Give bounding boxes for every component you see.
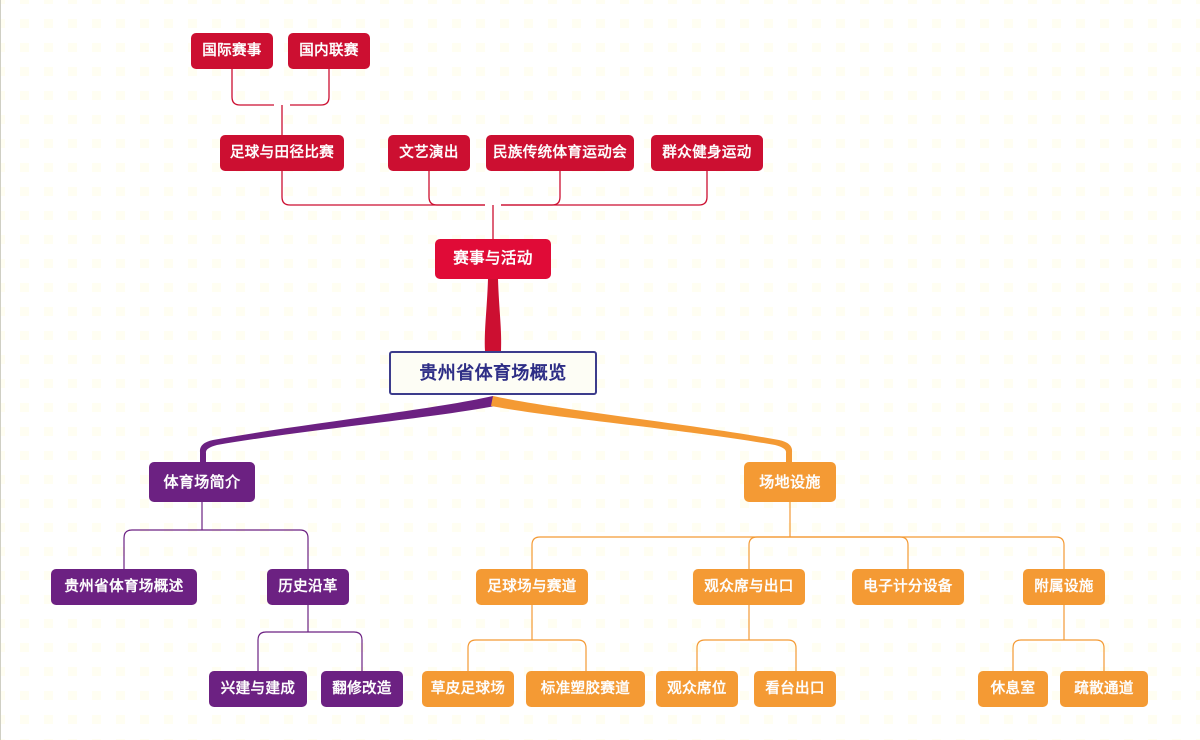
node-ancillary-facilities[interactable]: 附属设施 [1023,569,1105,605]
edge-international-to-football [231,69,274,106]
edge-fitness-to-events [501,171,708,206]
edge-group-annex [1012,605,1105,671]
node-lounge-room[interactable]: 休息室 [978,671,1048,707]
edge-group-football [231,69,330,135]
edge-stands-to-seating [696,639,749,671]
edge-performance-to-events [428,171,485,206]
edge-group-events [281,171,708,239]
edge-facility-to-pitch [531,536,790,569]
edge-facility-to-annex [790,536,1065,569]
node-ethnic-traditional-games[interactable]: 民族传统体育运动会 [486,135,634,171]
node-pitch-and-track[interactable]: 足球场与赛道 [476,569,588,605]
edge-history-to-construction [257,631,308,671]
edge-group-facility [531,502,1065,569]
edge-domestic-to-football [290,69,330,106]
edge-annex-to-lounge [1012,639,1064,671]
edge-group-history [257,605,363,671]
edge-football-to-events [281,171,485,206]
edge-facility-to-stands [748,536,790,569]
node-events-and-activities[interactable]: 赛事与活动 [435,239,551,279]
edge-annex-to-evacuation [1064,639,1105,671]
node-venue-facilities[interactable]: 场地设施 [744,462,836,502]
edge-stands-to-exit [749,639,797,671]
edge-root-to-facility-trunk [491,396,793,462]
edge-events-to-root-trunk [484,279,502,351]
edge-history-to-renovation [308,631,363,671]
edge-pitch-to-turf [467,639,532,671]
node-arts-performance[interactable]: 文艺演出 [388,135,470,171]
edge-facility-to-scoreboard [790,536,909,569]
edge-pitch-to-track [532,639,587,671]
node-guizhou-stadium-summary[interactable]: 贵州省体育场概述 [51,569,197,605]
node-spectator-seating[interactable]: 观众席位 [656,671,738,707]
node-domestic-league[interactable]: 国内联赛 [288,33,370,69]
node-turf-football-field[interactable]: 草皮足球场 [422,671,514,707]
node-standard-synthetic-track[interactable]: 标准塑胶赛道 [526,671,645,707]
node-stand-exit[interactable]: 看台出口 [754,671,836,707]
edge-group-intro [123,502,309,569]
node-international-events[interactable]: 国际赛事 [191,33,273,69]
node-stadium-introduction[interactable]: 体育场简介 [149,462,255,502]
edge-root-to-intro-trunk [199,396,495,462]
edge-group-stands [696,605,797,671]
node-football-and-athletics[interactable]: 足球与田径比赛 [220,135,344,171]
edge-intro-to-overview [123,529,202,569]
edge-intro-to-history [202,529,309,569]
node-evacuation-passage[interactable]: 疏散通道 [1060,671,1148,707]
node-root-guizhou-stadium-overview[interactable]: 贵州省体育场概览 [389,351,597,395]
node-mass-fitness-activities[interactable]: 群众健身运动 [651,135,763,171]
node-historical-evolution[interactable]: 历史沿革 [267,569,349,605]
node-construction-and-completion[interactable]: 兴建与建成 [209,671,307,707]
node-stands-and-exits[interactable]: 观众席与出口 [693,569,805,605]
node-electronic-scoreboard[interactable]: 电子计分设备 [852,569,964,605]
edge-group-pitch [467,605,587,671]
node-renovation[interactable]: 翻修改造 [321,671,403,707]
edge-ethnicgames-to-events [501,171,561,206]
